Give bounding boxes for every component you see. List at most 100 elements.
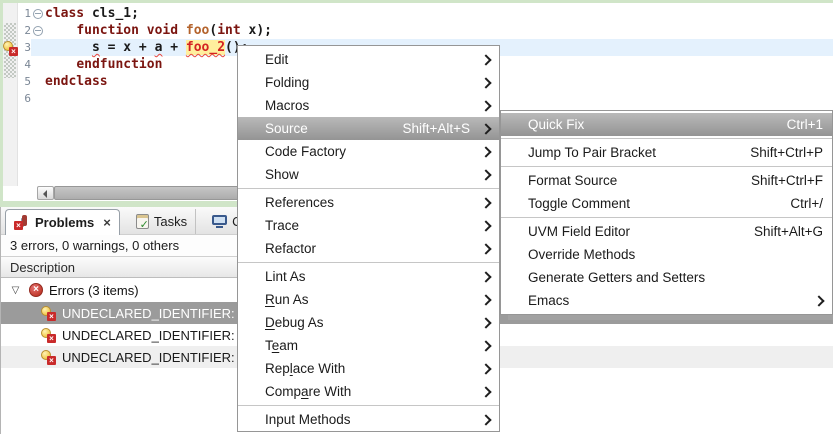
code-line[interactable]: 4 endfunction [3, 56, 833, 73]
problems-icon [14, 215, 30, 230]
submenu-arrow-icon [480, 316, 492, 329]
fold-gutter-cell [31, 22, 45, 39]
code-text: s = x + a + foo_2(); [91, 40, 249, 55]
submenu-arrow-icon [480, 270, 492, 283]
menu-item-label: Override Methods [528, 247, 636, 262]
quickfix-bulb-error-icon[interactable] [3, 41, 18, 56]
fold-gutter-cell [31, 5, 45, 22]
tasks-icon [135, 214, 149, 230]
menu-item-trace[interactable]: Trace [238, 214, 499, 237]
submenu-arrow-icon [480, 122, 492, 135]
menu-item-label: Source [265, 121, 308, 136]
menu-item-refactor[interactable]: Refactor [238, 237, 499, 260]
menu-item-label: Lint As [265, 269, 306, 284]
gutter-annotation-cell [3, 90, 18, 107]
menu-separator [238, 405, 499, 406]
menu-item-show[interactable]: Show [238, 163, 499, 186]
menu-item-label: Compare With [265, 384, 352, 399]
submenu-arrow-icon [480, 196, 492, 209]
line-number: 2 [24, 24, 31, 37]
console-icon [212, 214, 228, 229]
menu-item-label: Quick Fix [528, 117, 585, 132]
menu-separator [501, 166, 832, 167]
fold-collapse-icon[interactable] [33, 8, 43, 19]
menu-item-accel: Ctrl+/ [790, 196, 823, 211]
submenu-arrow-icon [480, 76, 492, 89]
tab-problems[interactable]: Problems× [5, 209, 120, 235]
tab-label: Tasks [153, 214, 188, 229]
error-quickfix-icon [41, 327, 56, 343]
code-line[interactable]: 2 function void foo(int x); [3, 22, 833, 39]
menu-item-generate-getters-and-setters[interactable]: Generate Getters and Setters [501, 266, 832, 289]
menu-item-label: UVM Field Editor [528, 224, 631, 239]
code-text: endfunction [76, 57, 163, 72]
error-quickfix-icon [41, 349, 56, 365]
submenu-arrow-icon [480, 168, 492, 181]
code-text: function void foo(int x); [76, 23, 273, 38]
code-text: endclass [45, 74, 108, 89]
menu-item-toggle-comment[interactable]: Toggle Comment Ctrl+/ [501, 192, 832, 215]
menu-separator [238, 188, 499, 189]
line-number: 3 [24, 41, 31, 54]
fold-gutter-cell [31, 39, 45, 56]
menu-item-run-as[interactable]: Run As [238, 288, 499, 311]
menu-item-references[interactable]: References [238, 191, 499, 214]
menu-item-compare-with[interactable]: Compare With [238, 380, 499, 403]
menu-item-accel: Shift+Ctrl+P [750, 145, 823, 160]
menu-item-override-methods[interactable]: Override Methods [501, 243, 832, 266]
menu-item-label: Debug As [265, 315, 324, 330]
menu-item-label: Replace With [265, 361, 346, 376]
errors-group-row[interactable]: ▽ Errors (3 items) [1, 278, 833, 302]
menu-item-label: Folding [265, 75, 310, 90]
code-line[interactable]: 6 [3, 90, 833, 107]
menu-item-label: Input Methods [265, 412, 351, 427]
fold-collapse-icon[interactable] [33, 25, 43, 36]
code-text: class cls_1; [45, 6, 139, 21]
menu-item-input-methods[interactable]: Input Methods [238, 408, 499, 431]
close-icon[interactable]: × [103, 215, 111, 230]
menu-item-label: Trace [265, 218, 300, 233]
line-number: 4 [24, 58, 31, 71]
submenu-arrow-icon [480, 53, 492, 66]
submenu-arrow-icon [480, 413, 492, 426]
fold-gutter-cell [31, 90, 45, 107]
menu-separator [501, 138, 832, 139]
tab-tasks[interactable]: Tasks [128, 209, 197, 234]
menu-item-folding[interactable]: Folding [238, 71, 499, 94]
tree-expander-icon[interactable]: ▽ [11, 284, 20, 296]
menu-item-label: Refactor [265, 241, 317, 256]
submenu-arrow-icon [480, 99, 492, 112]
menu-item-team[interactable]: Team [238, 334, 499, 357]
problem-label: UNDECLARED_IDENTIFIER: [62, 327, 235, 343]
gutter-annotation-cell [3, 22, 18, 39]
code-line-body: class cls_1; [31, 5, 833, 22]
menu-item-lint-as[interactable]: Lint As [238, 265, 499, 288]
problem-row[interactable]: UNDECLARED_IDENTIFIER: [1, 324, 833, 346]
menu-item-macros[interactable]: Macros [238, 94, 499, 117]
menu-separator [501, 217, 832, 218]
fold-gutter-cell [31, 73, 45, 90]
menu-item-debug-as[interactable]: Debug As [238, 311, 499, 334]
menu-item-emacs[interactable]: Emacs [501, 289, 832, 312]
menu-separator [238, 262, 499, 263]
menu-item-edit[interactable]: Edit [238, 48, 499, 71]
menu-item-replace-with[interactable]: Replace With [238, 357, 499, 380]
menu-item-code-factory[interactable]: Code Factory [238, 140, 499, 163]
menu-item-label: Team [265, 338, 299, 353]
scroll-left-button[interactable] [37, 186, 54, 200]
menu-item-label: Toggle Comment [528, 196, 631, 211]
menu-item-label: Format Source [528, 173, 618, 188]
menu-item-label: Emacs [528, 293, 570, 308]
code-line-body: endclass [31, 73, 833, 90]
menu-item-label: Edit [265, 52, 289, 67]
